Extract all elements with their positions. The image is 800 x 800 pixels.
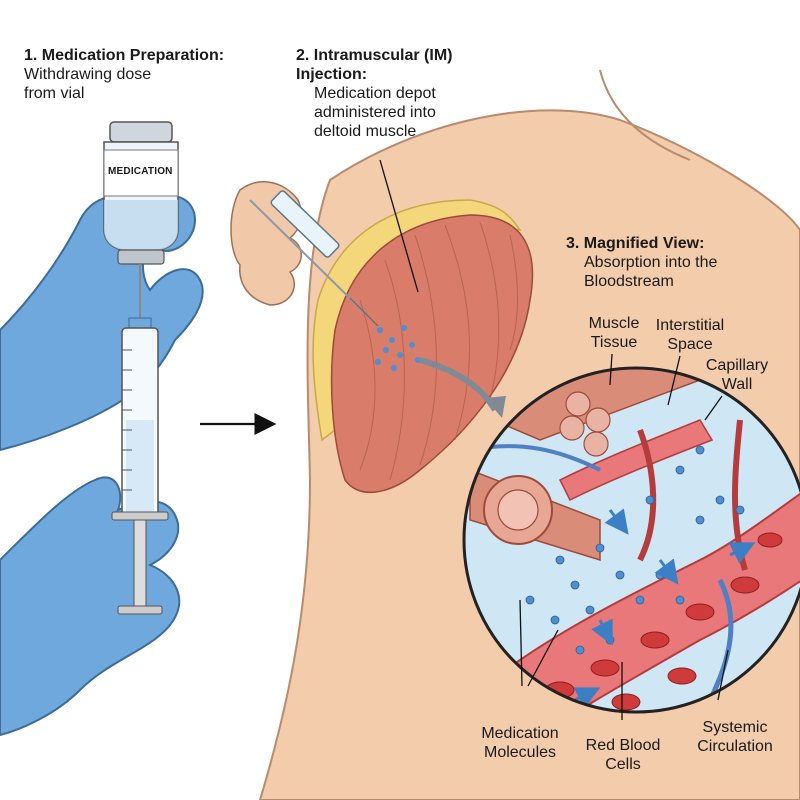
step-2-line-3: deltoid muscle [314,123,417,140]
callout-systemic-line-1: Systemic [702,719,768,736]
step-3-label: 3. Magnified View: Absorption into the B… [566,234,717,291]
step-2-heading-2: Injection: [296,66,368,83]
leader-lines [379,159,729,720]
callout-molecules-line-1: Medication [481,725,559,742]
step-2-line-2: administered into [314,104,436,121]
step-1-heading: 1. Medication Preparation: [24,47,225,64]
callout-systemic-circulation: Systemic Circulation [688,718,782,756]
callout-rbc-line-1: Red Blood [585,737,661,754]
magnified-view [462,366,800,714]
callout-interstitial-line-1: Interstitial [655,317,725,334]
prep-syringe [111,264,169,615]
callout-systemic-line-2: Circulation [697,738,773,755]
medication-vial [103,121,179,265]
callout-red-blood-cells: Red Blood Cells [580,736,666,774]
step-3-line-1: Absorption into the [584,254,718,271]
callout-capillary-line-1: Capillary [705,357,769,374]
step-1-label: 1. Medication Preparation: Withdrawing d… [24,46,224,103]
step-3-line-2: Bloodstream [584,273,674,290]
medication-depot [375,325,421,371]
injection-syringe [249,190,379,327]
callout-capillary-wall: Capillary Wall [700,356,774,394]
muscle-fibers [359,221,518,481]
step-2-line-1: Medication depot [314,85,436,102]
callout-capillary-line-2: Wall [721,376,753,393]
callout-interstitial-line-2: Space [667,336,713,353]
step-1-line-1: Withdrawing dose [24,66,152,83]
callout-medication-molecules: Medication Molecules [472,724,568,762]
step-1-line-2: from vial [24,85,85,102]
step-3-heading: 3. Magnified View: [566,235,705,252]
callout-interstitial-space: Interstitial Space [648,316,732,354]
callout-rbc-line-2: Cells [605,756,641,773]
step-2-label: 2. Intramuscular (IM) Injection: Medicat… [296,46,452,141]
vial-label: MEDICATION [108,166,173,177]
callout-muscle-tissue: Muscle Tissue [584,314,644,352]
flow-arrows [573,508,756,709]
step-2-heading-1: 2. Intramuscular (IM) [296,47,453,64]
callout-molecules-line-2: Molecules [483,744,557,761]
deltoid-muscle [330,214,534,494]
callout-muscle-tissue-line-2: Tissue [590,334,638,351]
callout-muscle-tissue-line-1: Muscle [588,315,640,332]
